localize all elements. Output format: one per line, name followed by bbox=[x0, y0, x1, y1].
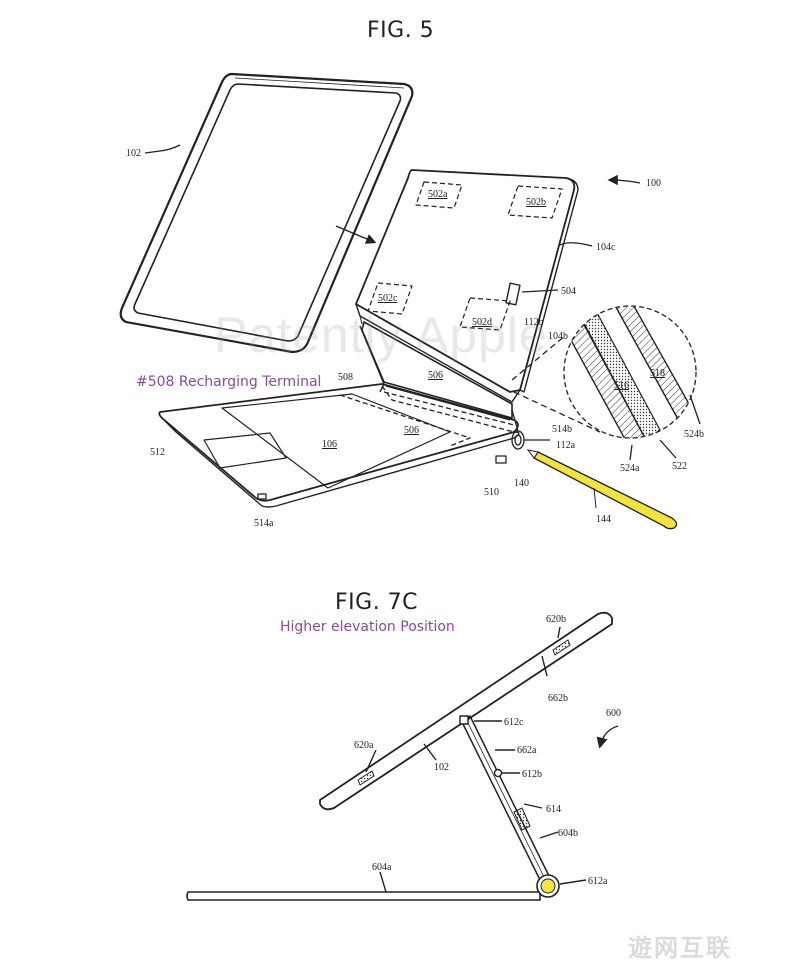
label-620b: 620b bbox=[546, 614, 566, 625]
magnified-detail bbox=[563, 305, 697, 439]
label-502c: 502c bbox=[378, 293, 398, 304]
label-112b: 112b bbox=[524, 317, 544, 328]
label-614: 614 bbox=[546, 804, 561, 815]
label-512: 512 bbox=[150, 447, 165, 458]
fig5-labels: 102 100 104c 502a 502b 502c 502d 504 112… bbox=[126, 148, 704, 529]
label-100: 100 bbox=[646, 178, 661, 189]
label-612b: 612b bbox=[522, 769, 542, 780]
rear-panel-104c bbox=[355, 169, 579, 403]
tablet-102 bbox=[119, 72, 414, 354]
label-506-upper: 506 bbox=[428, 370, 443, 381]
label-612a: 612a bbox=[588, 876, 608, 887]
label-502a: 502a bbox=[428, 189, 448, 200]
label-518: 518 bbox=[650, 368, 665, 379]
label-514a: 514a bbox=[254, 518, 274, 529]
label-524b: 524b bbox=[684, 429, 704, 440]
label-620a: 620a bbox=[354, 740, 374, 751]
label-506-lower: 506 bbox=[404, 425, 419, 436]
label-504: 504 bbox=[561, 286, 576, 297]
label-524a: 524a bbox=[620, 463, 640, 474]
keyboard-base-106 bbox=[158, 383, 520, 508]
fig7c-drawing bbox=[186, 611, 619, 901]
label-502d: 502d bbox=[472, 317, 492, 328]
label-104c: 104c bbox=[596, 242, 616, 253]
pencil-144 bbox=[526, 449, 678, 530]
label-144: 144 bbox=[596, 514, 611, 525]
label-502b: 502b bbox=[526, 197, 546, 208]
label-604a: 604a bbox=[372, 862, 392, 873]
label-508: 508 bbox=[338, 372, 353, 383]
label-106: 106 bbox=[322, 439, 337, 450]
label-612c: 612c bbox=[504, 717, 524, 728]
label-600: 600 bbox=[606, 708, 621, 719]
corner-watermark: 遊网互联 bbox=[628, 934, 732, 962]
fig7c-caption: Higher elevation Position bbox=[280, 619, 455, 635]
label-514b: 514b bbox=[552, 424, 572, 435]
fig7c-labels: 620b 662b 600 612c 620a 662a 102 612b 61… bbox=[354, 614, 621, 887]
label-112a: 112a bbox=[556, 440, 576, 451]
label-604b: 604b bbox=[558, 828, 578, 839]
fig7c-title: FIG. 7C bbox=[335, 590, 419, 615]
label-102-fig7c: 102 bbox=[434, 762, 449, 773]
label-662a: 662a bbox=[517, 745, 537, 756]
label-102: 102 bbox=[126, 148, 141, 159]
watermark-text: Patently Apple bbox=[214, 307, 548, 363]
label-510: 510 bbox=[484, 487, 499, 498]
label-662b: 662b bbox=[548, 693, 568, 704]
fig5-title: FIG. 5 bbox=[367, 18, 435, 43]
label-516: 516 bbox=[614, 380, 629, 391]
hinge-612a bbox=[536, 874, 560, 898]
label-104b: 104b bbox=[548, 331, 568, 342]
label-140: 140 bbox=[514, 478, 529, 489]
label-522: 522 bbox=[672, 461, 687, 472]
fig5-caption: #508 Recharging Terminal bbox=[136, 374, 322, 390]
